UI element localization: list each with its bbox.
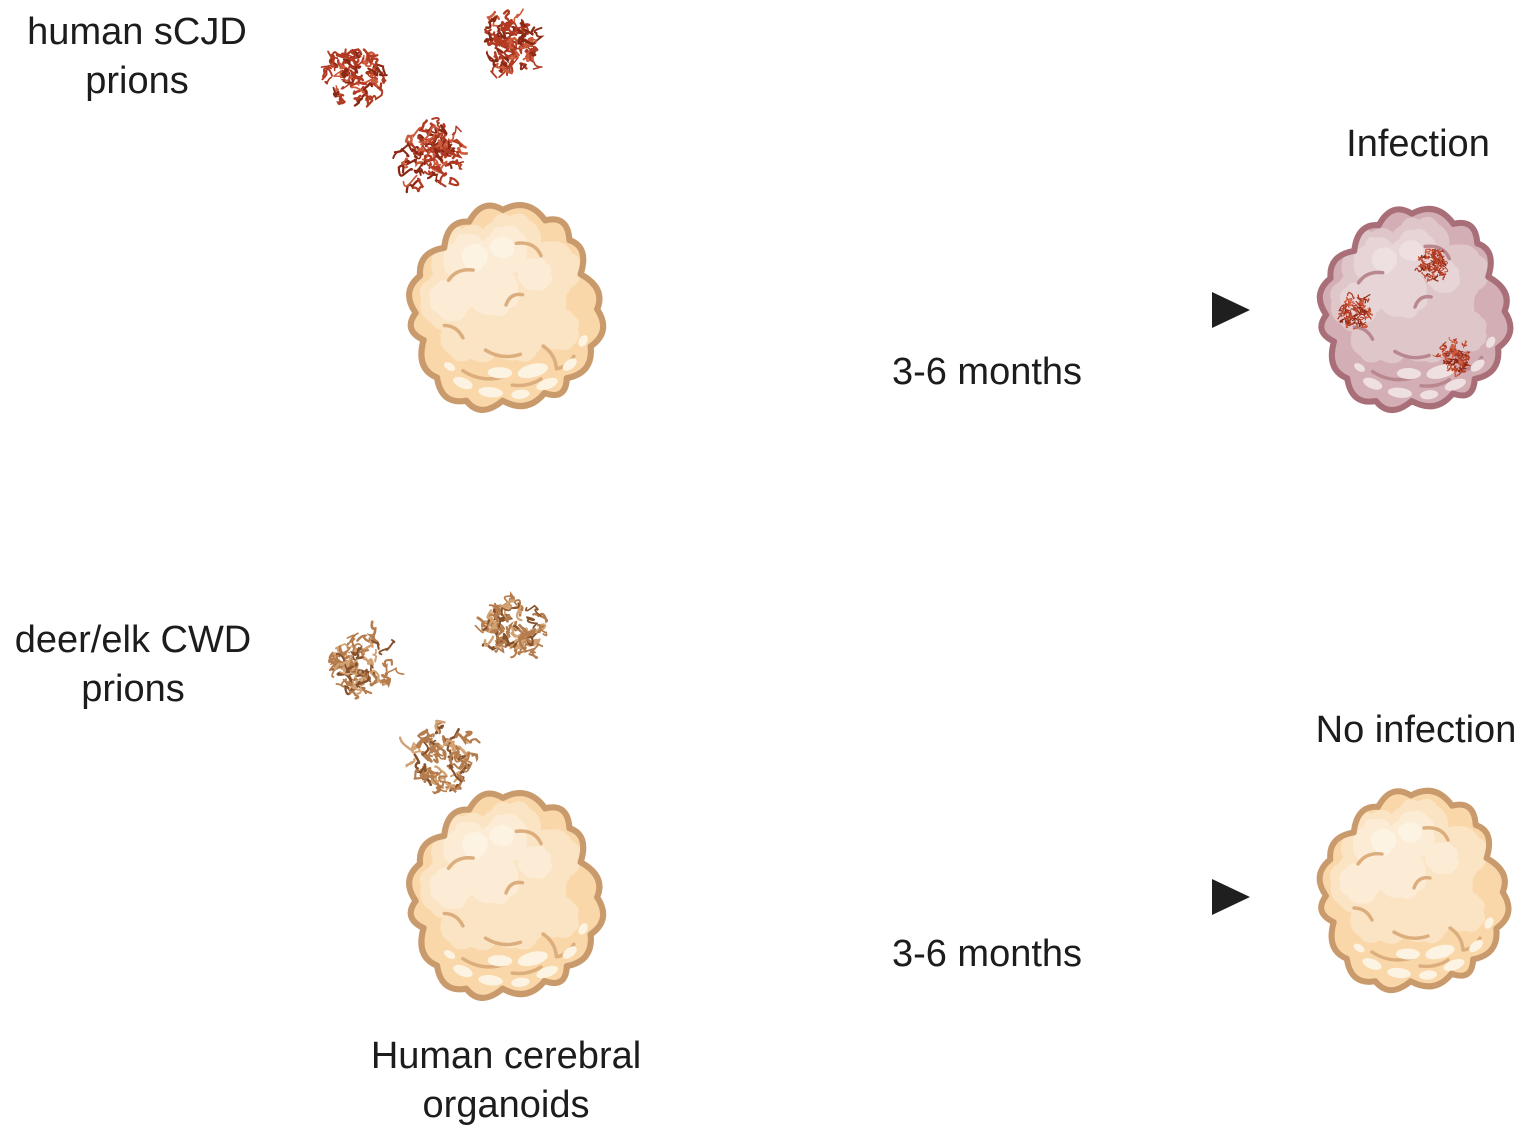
scjd-prions-label: human sCJD prions bbox=[0, 8, 282, 105]
cwd-prions-label: deer/elk CWD prions bbox=[0, 616, 278, 713]
cwd-prions-label-line2: prions bbox=[81, 667, 185, 710]
intracellular-prion-aggregate-icon bbox=[1414, 248, 1449, 283]
scjd-prions-label-line1: human sCJD bbox=[27, 11, 247, 53]
intracellular-prion-aggregate-icon bbox=[1432, 336, 1471, 378]
cwd-prion-aggregate-icon bbox=[328, 620, 405, 700]
organoid-caption-line2: organoids bbox=[422, 1083, 590, 1126]
progression-arrow-icon bbox=[684, 879, 1250, 915]
cwd-prions-label-line1: deer/elk CWD bbox=[14, 619, 252, 661]
no-infection-result-label: No infection bbox=[1315, 709, 1517, 751]
duration-label: 3-6 months bbox=[891, 351, 1083, 393]
cwd-prion-aggregate-icon bbox=[398, 719, 481, 795]
scjd-prion-aggregate-icon bbox=[392, 117, 469, 194]
uninfected-organoid-icon bbox=[1316, 787, 1512, 994]
healthy-organoid-icon bbox=[406, 790, 607, 1001]
organoid-caption-line1: Human cerebral bbox=[370, 1035, 642, 1077]
scjd-prion-aggregate-icon bbox=[483, 8, 545, 79]
organoid-caption: Human cerebral organoids bbox=[336, 1032, 676, 1129]
duration-label: 3-6 months bbox=[891, 933, 1083, 975]
infection-result-label: Infection bbox=[1346, 123, 1490, 165]
scjd-prion-aggregate-icon bbox=[320, 48, 388, 108]
scjd-prions-label-line2: prions bbox=[85, 59, 189, 102]
cwd-prion-aggregate-icon bbox=[474, 590, 549, 659]
healthy-organoid-icon bbox=[406, 202, 607, 413]
progression-arrow-icon bbox=[684, 292, 1250, 328]
intracellular-prion-aggregate-icon bbox=[1337, 291, 1373, 330]
